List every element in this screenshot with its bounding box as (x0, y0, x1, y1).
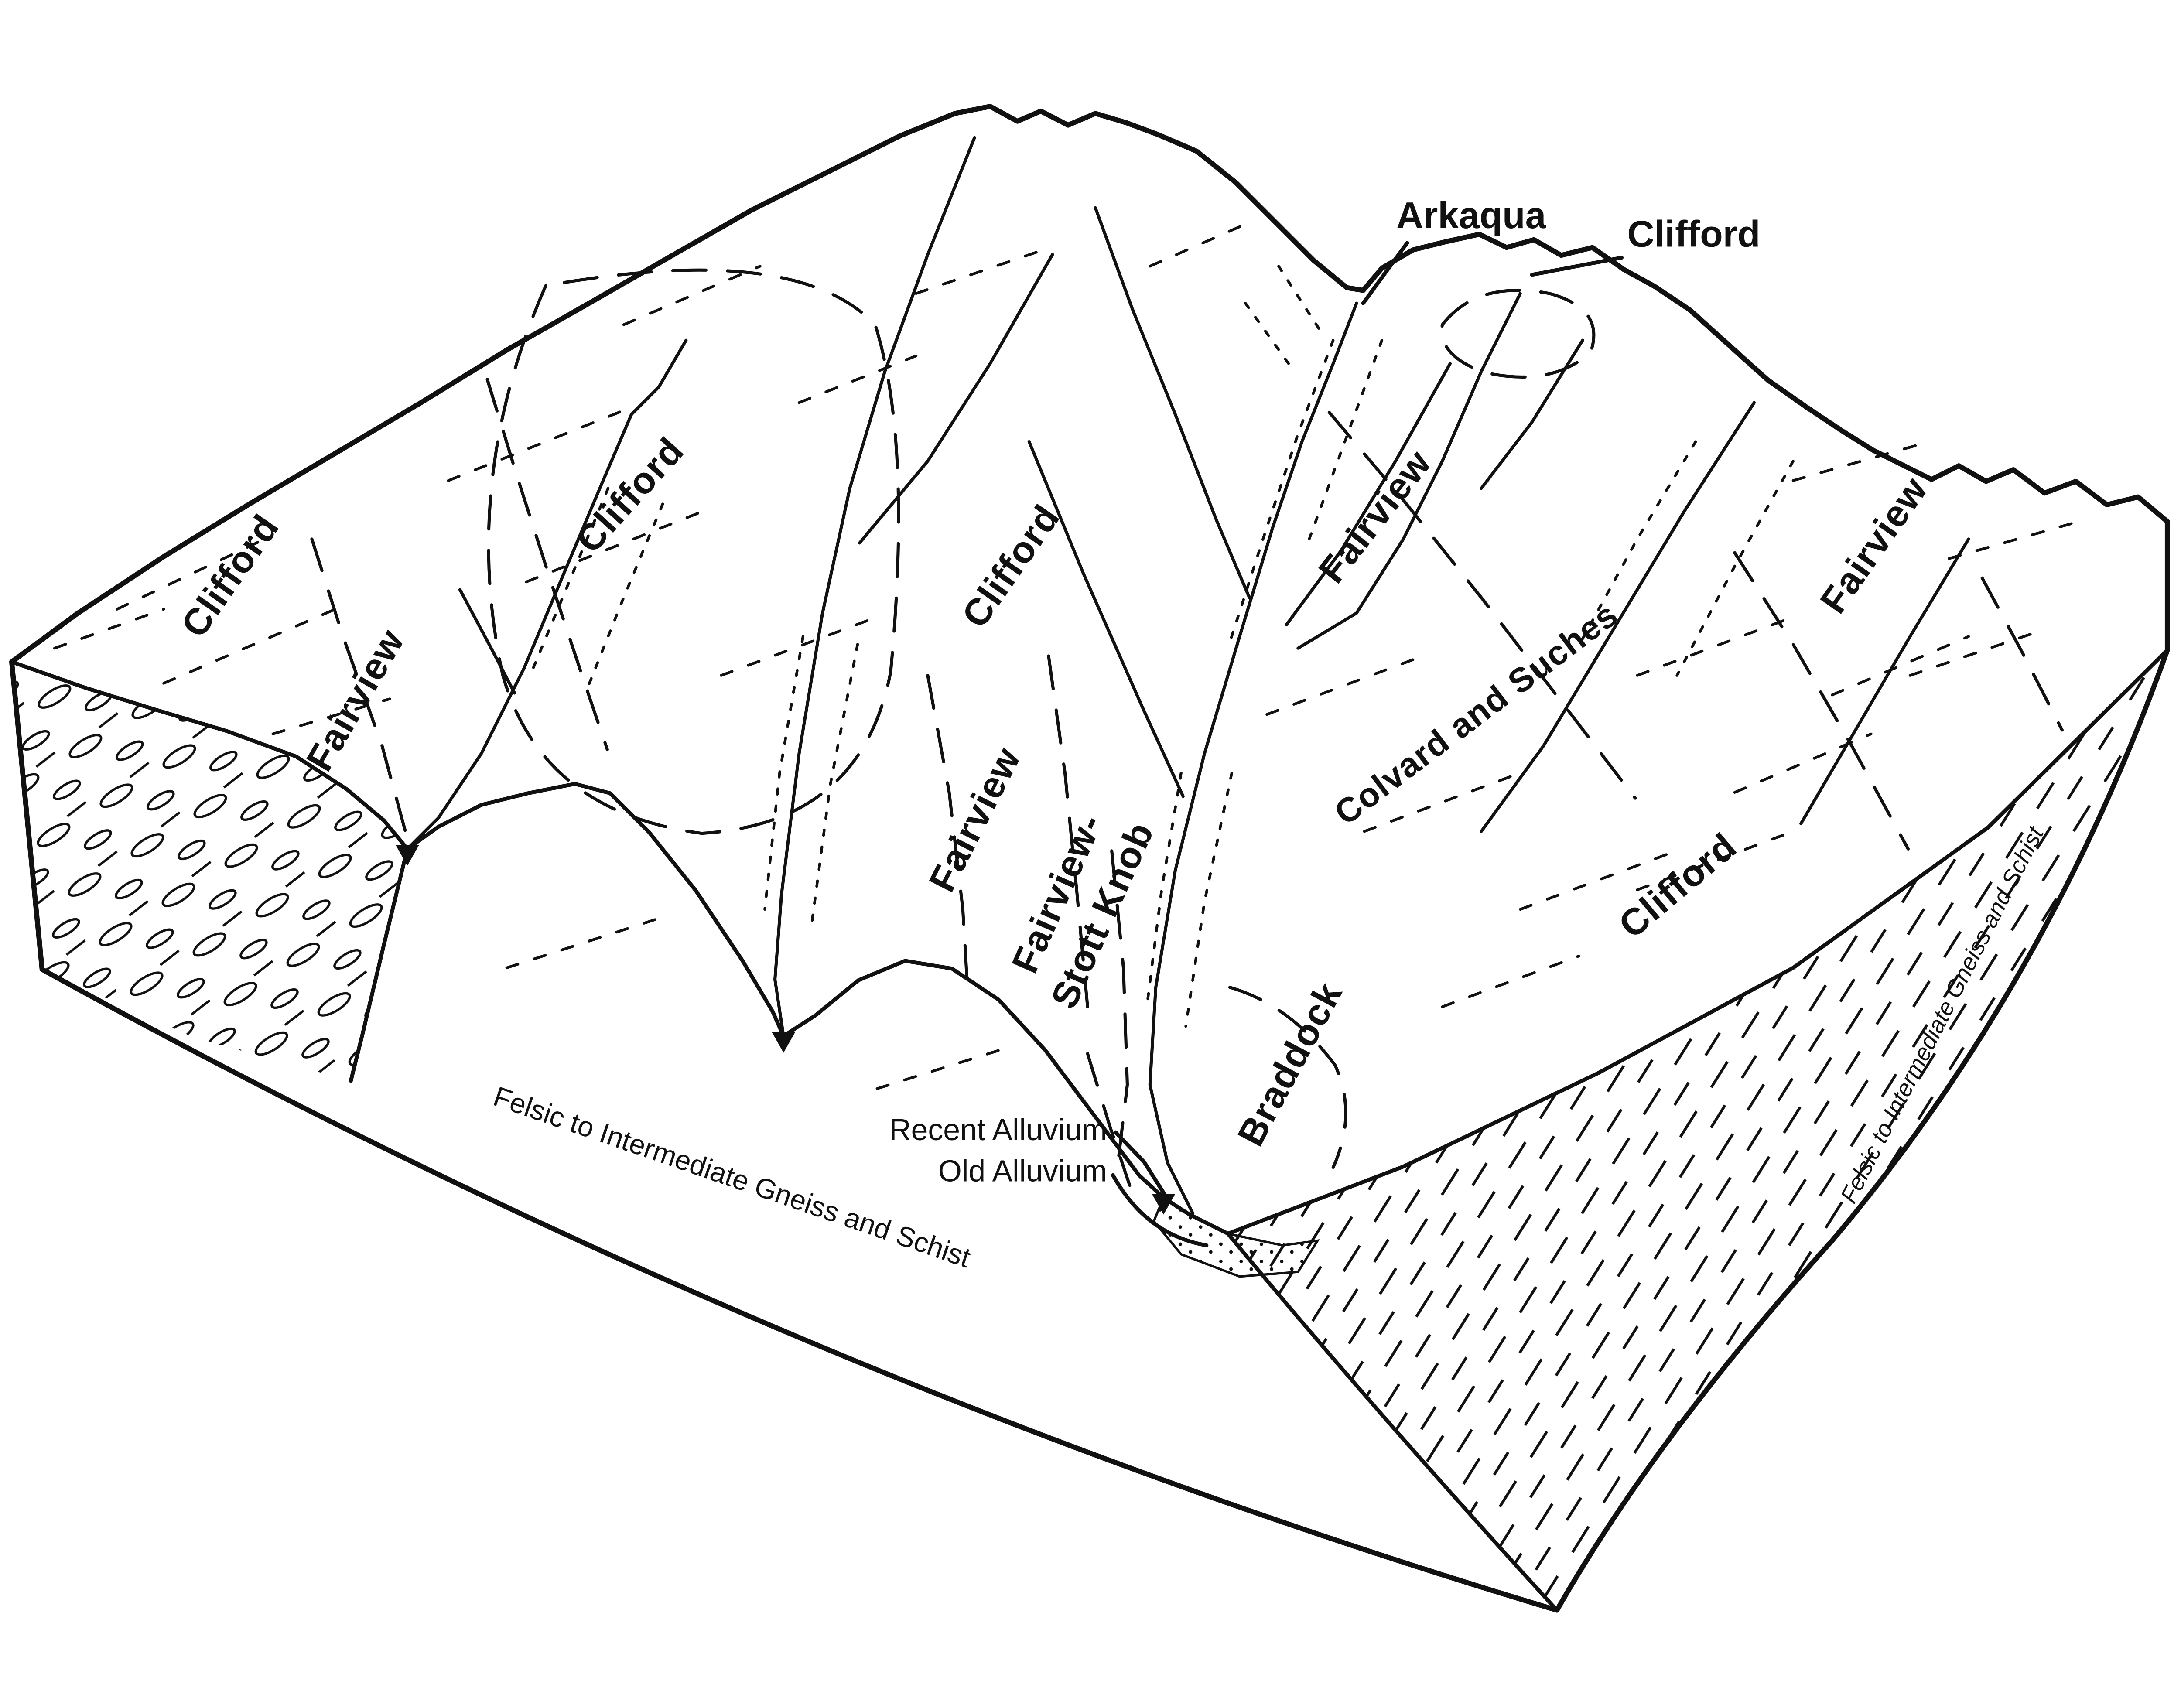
stream-feathering (529, 265, 1795, 1028)
right-face-schist-texture (1228, 650, 2167, 1610)
hachure-line (115, 533, 274, 611)
valley-section-edge (349, 847, 410, 1083)
label-arkaqua: Arkaqua (1396, 195, 1547, 236)
alluvium-deposit (1152, 1196, 1320, 1278)
feather-line (1578, 440, 1697, 646)
front-right-corner-edge (1226, 1231, 1559, 1612)
hachure-line (447, 409, 625, 482)
streams (406, 136, 1970, 1215)
terrain-hachures (53, 222, 2087, 1090)
feather-line (810, 643, 859, 926)
stream-far-right (1799, 537, 1970, 825)
hachure-line (1519, 849, 1678, 911)
valley-mark-icon (396, 845, 419, 866)
boundary-fairview-left-b (485, 377, 609, 752)
hachure-line (162, 608, 337, 685)
feather-line (1277, 265, 1323, 334)
hachure-line (271, 697, 391, 735)
feather-line (1226, 339, 1335, 650)
hachure-line (1441, 955, 1580, 1008)
stream-left-valley (406, 413, 633, 851)
feather-line (1675, 460, 1795, 677)
label-clifford-top: Clifford (1627, 213, 1760, 255)
hachure-line (525, 510, 703, 584)
boundary-alluvium-side (1086, 1052, 1132, 1187)
valley-mark-icon (772, 1032, 796, 1053)
boundary-clifford-hill-loop (487, 268, 900, 835)
hachure-line (1791, 440, 1931, 482)
terrain-front-edge (10, 659, 1230, 1236)
hachure-line (914, 245, 1054, 295)
hachure-line (1636, 830, 1795, 892)
stream-main-trib1 (1094, 206, 1251, 599)
arkaqua-leader-line (1361, 241, 1409, 305)
hachure-line (1265, 654, 1424, 716)
boundary-stott-knob (1110, 849, 1129, 1165)
stream-left-trib (630, 338, 688, 416)
boundary-fairview-center-b (1047, 654, 1089, 1008)
hachure-line (1733, 732, 1873, 794)
stream-left-trib2 (458, 588, 516, 695)
feather-line (1145, 771, 1183, 1008)
stream-main-trib2 (1027, 440, 1185, 798)
feather-line (1306, 339, 1384, 544)
hachure-line (1636, 615, 1795, 677)
feather-line (584, 502, 664, 695)
boundary-fairview-center-a (926, 674, 969, 989)
stream-center-trib (858, 253, 1054, 545)
soil-boundaries (310, 268, 2064, 1187)
boundary-fairview-right-a (1733, 551, 1910, 851)
hachure-line (1908, 627, 2048, 677)
hachure-line (1149, 222, 1249, 268)
hachure-line (875, 1044, 1015, 1090)
hachure-line (1948, 518, 2087, 560)
hachure-line (622, 265, 762, 326)
hachure-line (797, 354, 918, 404)
hachure-line (1363, 771, 1522, 833)
label-old-alluvium: Old Alluvium (938, 1154, 1107, 1188)
boundary-braddock (1228, 986, 1347, 1169)
boundary-fairview-right-b (1980, 576, 2064, 732)
label-recent-alluvium: Recent Alluvium (889, 1113, 1107, 1147)
hachure-line (1831, 635, 1970, 697)
stream-upper-right (1296, 292, 1522, 650)
terrain-right-edge (1226, 648, 2170, 1236)
stream-arkaqua-main (1148, 301, 1358, 1215)
recent-alluvium-leader-line (1114, 1130, 1167, 1197)
clifford-top-leader-line (1530, 256, 1624, 277)
stream-center-valley (773, 136, 976, 1038)
valley-marks (396, 845, 1176, 1215)
boundary-colvard-clifford (1327, 410, 1637, 800)
feather-line (529, 487, 610, 677)
leader-lines (1111, 241, 1624, 1247)
stream-colvard-side (1480, 401, 1756, 833)
stream-main-trib3 (1285, 362, 1452, 627)
boundary-clifford-top-loop (1440, 289, 1596, 379)
hachure-line (53, 608, 165, 650)
valley-mark-icon (1152, 1194, 1176, 1215)
feather-line (1244, 302, 1296, 373)
feather-line (763, 635, 805, 911)
hachure-line (720, 615, 879, 677)
old-alluvium-leader-line (1111, 1173, 1209, 1247)
